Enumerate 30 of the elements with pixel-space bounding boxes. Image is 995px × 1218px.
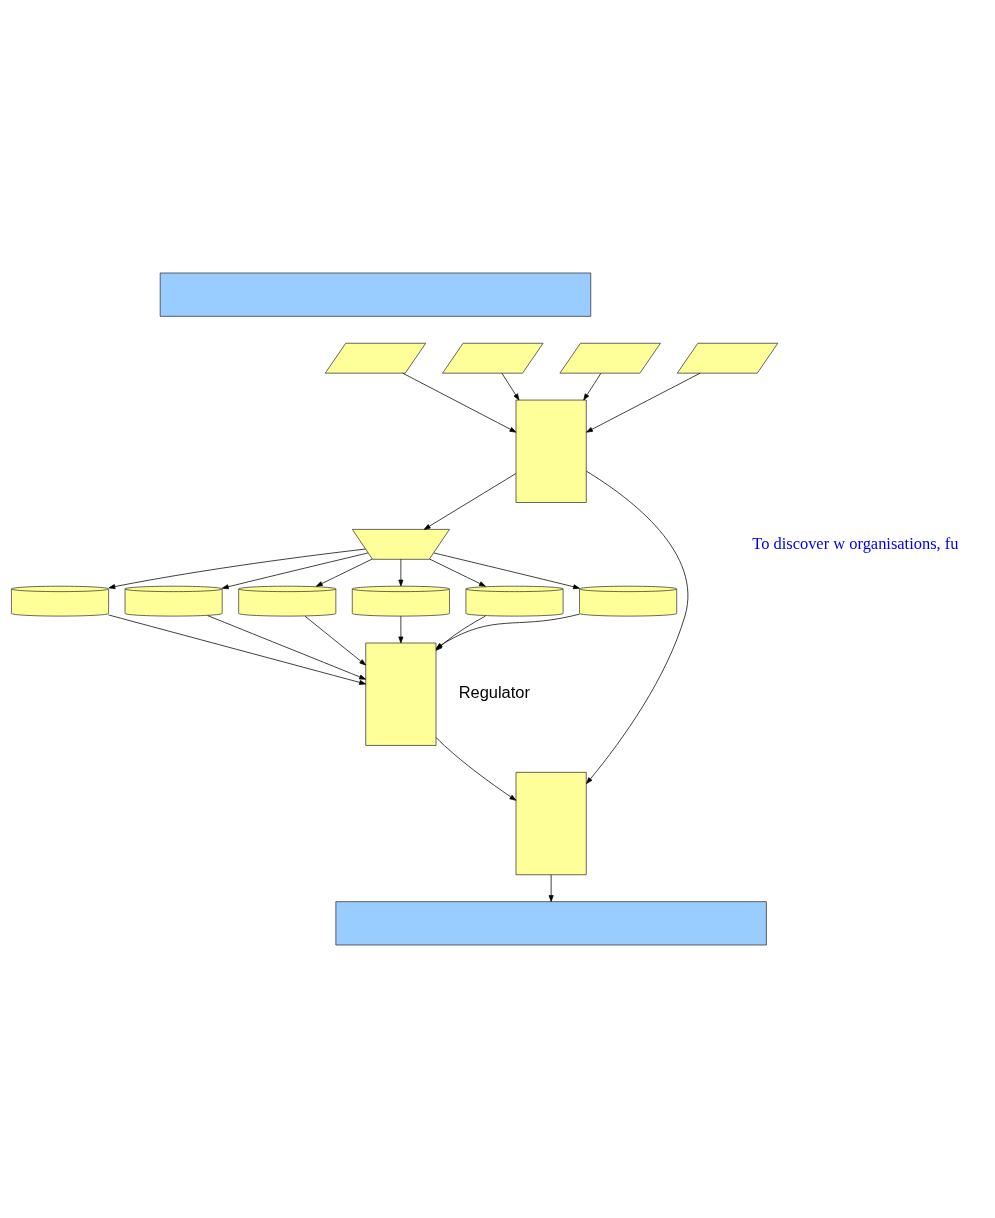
node-parallelogram xyxy=(442,342,544,374)
arrow xyxy=(108,548,366,590)
arrow xyxy=(586,470,689,784)
node-parallelogram xyxy=(559,342,661,374)
arrow xyxy=(398,558,404,587)
arrow xyxy=(207,615,366,680)
arrow xyxy=(402,372,517,433)
arrow xyxy=(429,558,486,587)
node-parallelogram xyxy=(324,342,427,374)
label: To discover w organisations, fu xyxy=(752,533,959,553)
arrow xyxy=(501,372,520,401)
arrow xyxy=(548,874,554,902)
node-box xyxy=(515,399,587,503)
arrow xyxy=(221,552,369,590)
node-trapezoid xyxy=(351,529,450,560)
arrow xyxy=(433,552,580,590)
arrow xyxy=(304,615,366,666)
arrow xyxy=(108,614,366,685)
label: Regulator xyxy=(458,683,530,702)
arrow xyxy=(315,558,373,587)
arrow xyxy=(398,615,404,644)
node-box xyxy=(159,272,592,317)
node-parallelogram xyxy=(676,342,779,374)
arrow xyxy=(583,372,602,401)
arrow xyxy=(435,737,517,801)
arrow xyxy=(586,372,701,433)
node-box xyxy=(335,901,767,946)
arrow xyxy=(423,473,517,530)
node-box xyxy=(365,642,437,746)
node-box xyxy=(515,771,587,876)
